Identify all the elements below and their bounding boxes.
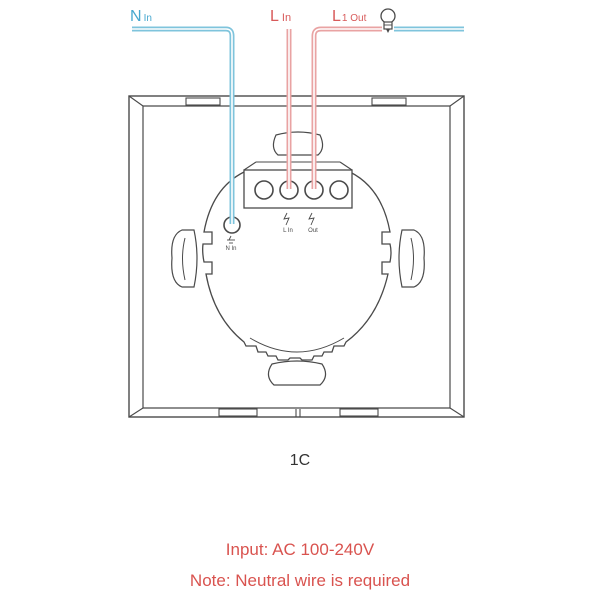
round-base xyxy=(202,171,392,361)
right-side-clip xyxy=(398,229,425,288)
live-out-wire xyxy=(311,26,382,189)
model-label: 1C xyxy=(289,452,311,469)
live-out-terminal-label: Out xyxy=(308,228,318,234)
switch-plate-bevel xyxy=(142,105,451,409)
neutral-terminal-label: N In xyxy=(225,246,236,252)
neutral-wire-note: Note: Neutral wire is required xyxy=(189,571,411,590)
earth-symbol-icon xyxy=(227,235,235,244)
live-out-wire-label: L1 Out xyxy=(332,8,367,25)
terminal-block xyxy=(243,161,353,209)
bevel-corner xyxy=(128,407,144,418)
top-notch-left xyxy=(185,97,221,106)
bottom-notch-left xyxy=(218,408,258,417)
live-in-terminal-label: L In xyxy=(283,228,293,234)
top-mount-slot xyxy=(272,131,324,156)
bottom-notch-right xyxy=(339,408,379,417)
top-notch-right xyxy=(371,97,407,106)
terminal-screw xyxy=(254,180,274,200)
bevel-corner xyxy=(128,95,144,107)
lightning-bolt-icon xyxy=(308,212,315,226)
bevel-corner xyxy=(449,95,465,107)
right-side-clip-inner xyxy=(410,237,414,281)
bottom-mount-slot xyxy=(267,360,327,386)
lightning-bolt-icon xyxy=(283,212,290,226)
light-bulb-icon xyxy=(380,8,396,33)
left-side-clip-inner xyxy=(182,237,186,281)
input-voltage-note: Input: AC 100-240V xyxy=(225,540,375,559)
terminal-screw xyxy=(329,180,349,200)
bevel-corner xyxy=(449,407,465,418)
neutral-wire xyxy=(132,26,235,224)
left-side-clip xyxy=(171,229,198,288)
